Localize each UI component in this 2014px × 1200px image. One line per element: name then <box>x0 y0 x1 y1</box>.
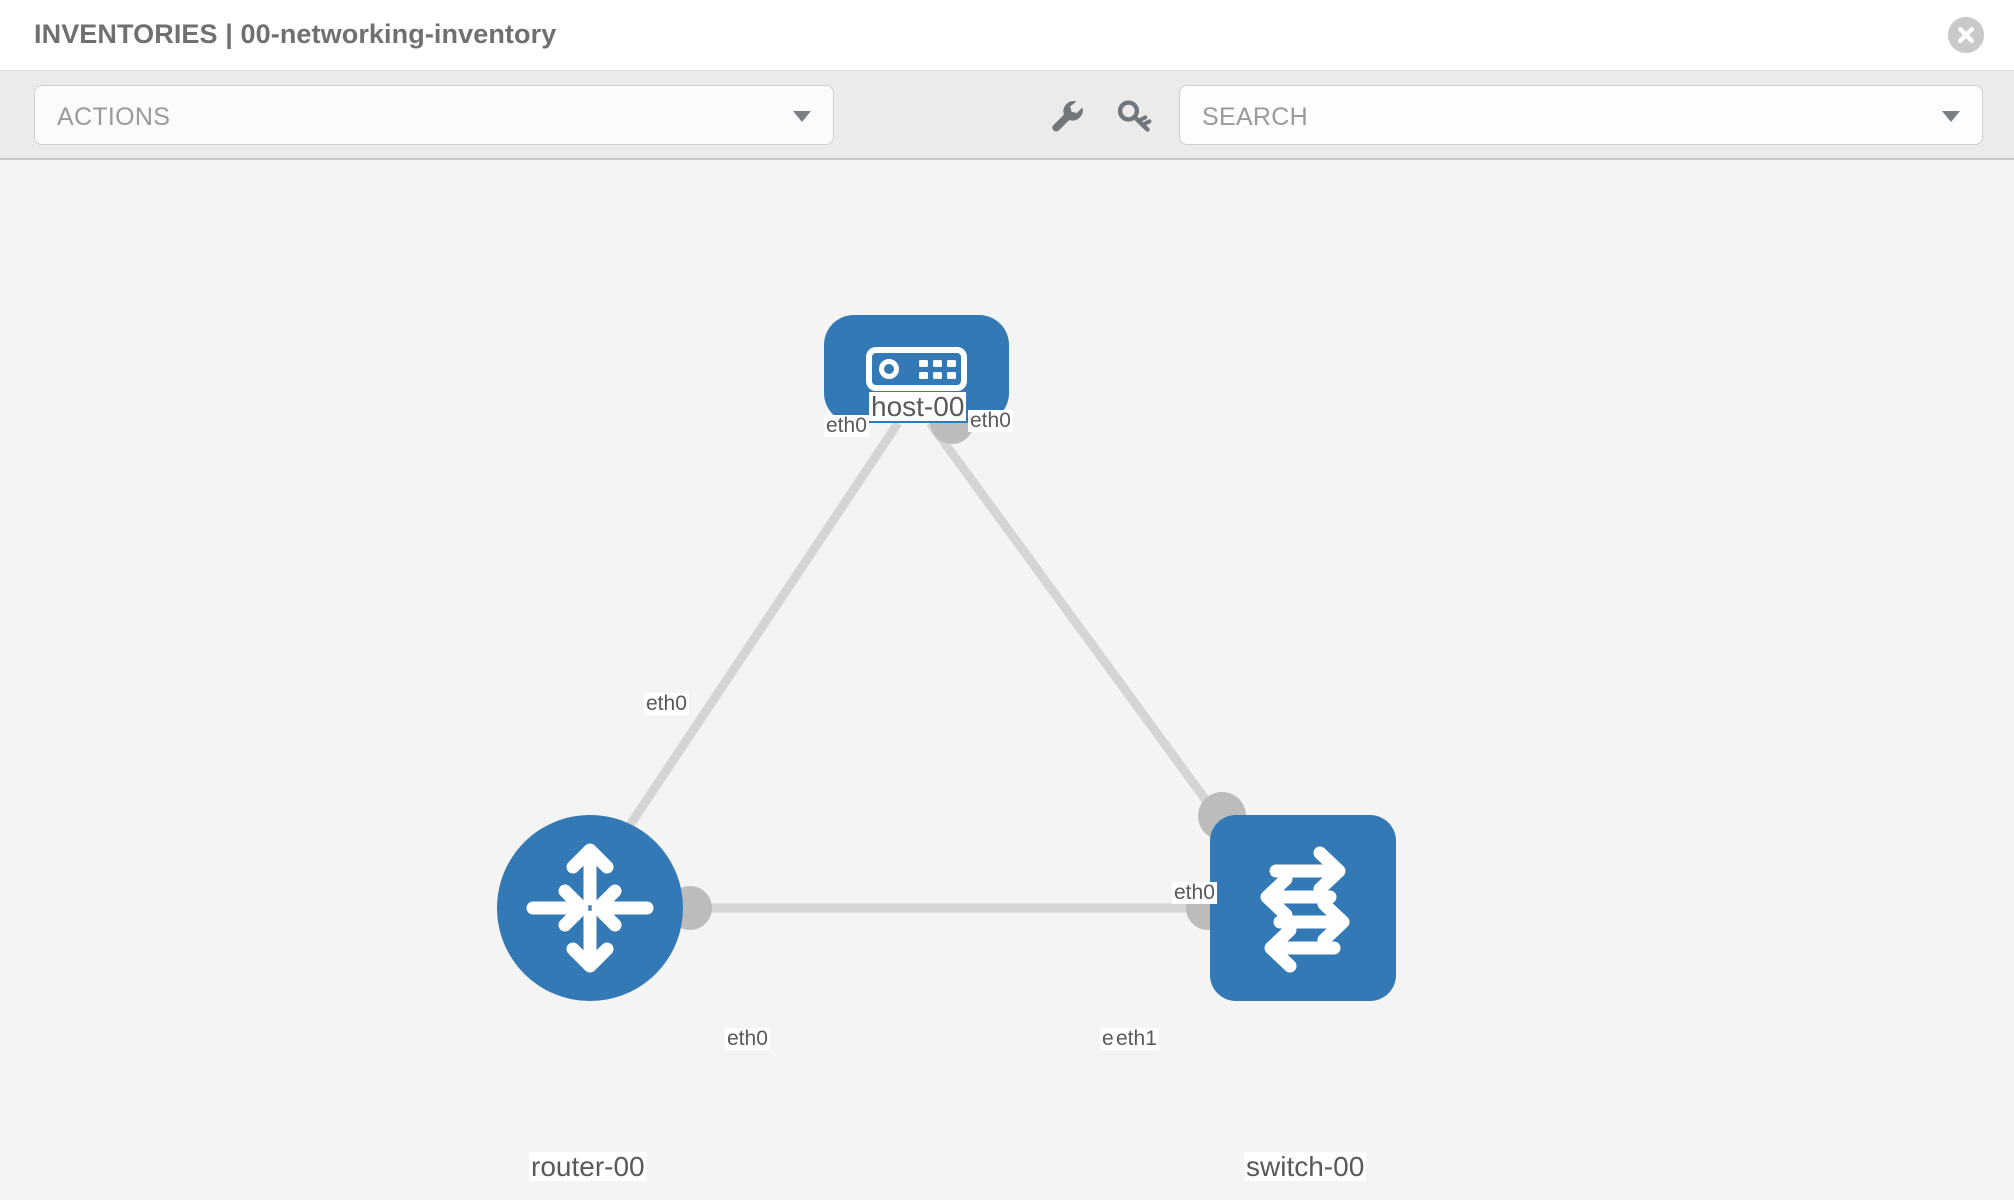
server-icon <box>866 347 967 391</box>
topology-canvas[interactable]: eth0 eth0 host-00 eth0 eth0 eth0 et eth1… <box>0 160 2014 1200</box>
node-router-00[interactable] <box>497 815 683 1001</box>
interface-label-host-left: eth0 <box>824 414 869 438</box>
link-host-switch <box>926 420 1239 843</box>
router-arrows-icon <box>526 843 654 973</box>
interface-label-switch-left: eth1 <box>1114 1027 1159 1051</box>
key-button[interactable] <box>1114 95 1156 137</box>
interface-label-host-right: eth0 <box>968 409 1013 433</box>
close-button[interactable] <box>1948 17 1984 53</box>
link-host-router <box>616 420 902 843</box>
node-label-host-00: host-00 <box>869 391 967 422</box>
chevron-down-icon <box>793 111 811 122</box>
close-circle-icon <box>1948 17 1984 53</box>
interface-label-switch-up: eth0 <box>1172 881 1217 905</box>
actions-dropdown[interactable]: ACTIONS <box>34 85 834 145</box>
app-header: INVENTORIES | 00-networking-inventory <box>0 0 2014 70</box>
node-label-router-00: router-00 <box>529 1151 647 1182</box>
wrench-icon <box>1052 101 1083 132</box>
page-title: INVENTORIES | 00-networking-inventory <box>34 19 557 49</box>
key-icon <box>1117 100 1152 132</box>
interface-label-router-up: eth0 <box>644 692 689 716</box>
switch-arrows-icon <box>1260 846 1350 973</box>
node-switch-00[interactable] <box>1210 815 1396 1001</box>
chevron-down-icon <box>1942 111 1960 122</box>
search-input[interactable]: SEARCH <box>1179 85 1983 145</box>
toolbar: ACTIONS SEARCH <box>0 70 2014 160</box>
actions-dropdown-label: ACTIONS <box>57 103 171 131</box>
node-label-switch-00: switch-00 <box>1244 1151 1367 1182</box>
search-placeholder: SEARCH <box>1202 103 1308 131</box>
wrench-button[interactable] <box>1046 95 1088 137</box>
topology-links <box>616 420 1239 913</box>
interface-label-router-right: eth0 <box>725 1027 770 1051</box>
